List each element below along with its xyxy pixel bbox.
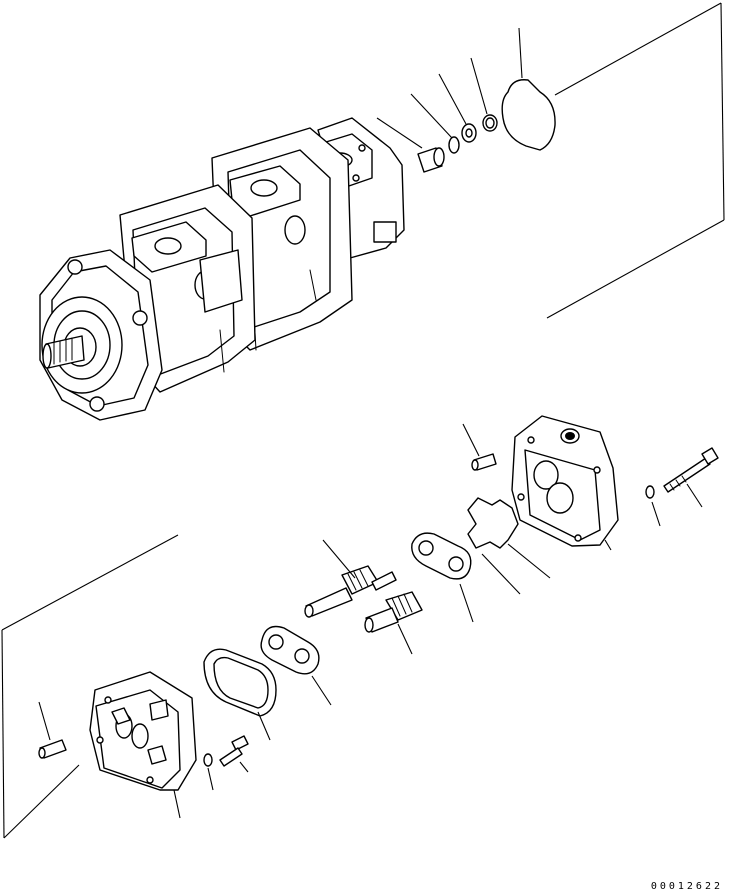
sleeve-part: [377, 118, 444, 172]
spring-washer-right: [646, 486, 660, 526]
front-cover: [90, 672, 196, 818]
front-cover-bolt: [220, 736, 248, 772]
seal-plate: [468, 498, 550, 578]
lower-assembly-frame: [2, 535, 178, 838]
drive-gear-shaft: [305, 540, 396, 617]
thrust-plate-upper: [412, 533, 473, 622]
upper-assembly-frame: [547, 3, 724, 318]
spring-washer-lower: [204, 754, 213, 790]
gear-case-body: [512, 416, 618, 550]
case-bolt: [664, 448, 718, 507]
document-number: 00012622: [650, 881, 723, 892]
dowel-pin-lower: [39, 702, 66, 758]
thrust-plate-lower: [261, 627, 331, 706]
wear-plate-middle: [482, 554, 520, 594]
driven-gear: [365, 592, 422, 654]
washer-part: [471, 58, 497, 131]
snap-ring-part: [411, 94, 459, 153]
gasket-lower: [204, 649, 276, 740]
pump-assembly: [40, 118, 404, 420]
bearing-part: [439, 74, 476, 142]
dowel-pin-upper: [463, 424, 496, 470]
o-ring-part: [502, 28, 555, 150]
